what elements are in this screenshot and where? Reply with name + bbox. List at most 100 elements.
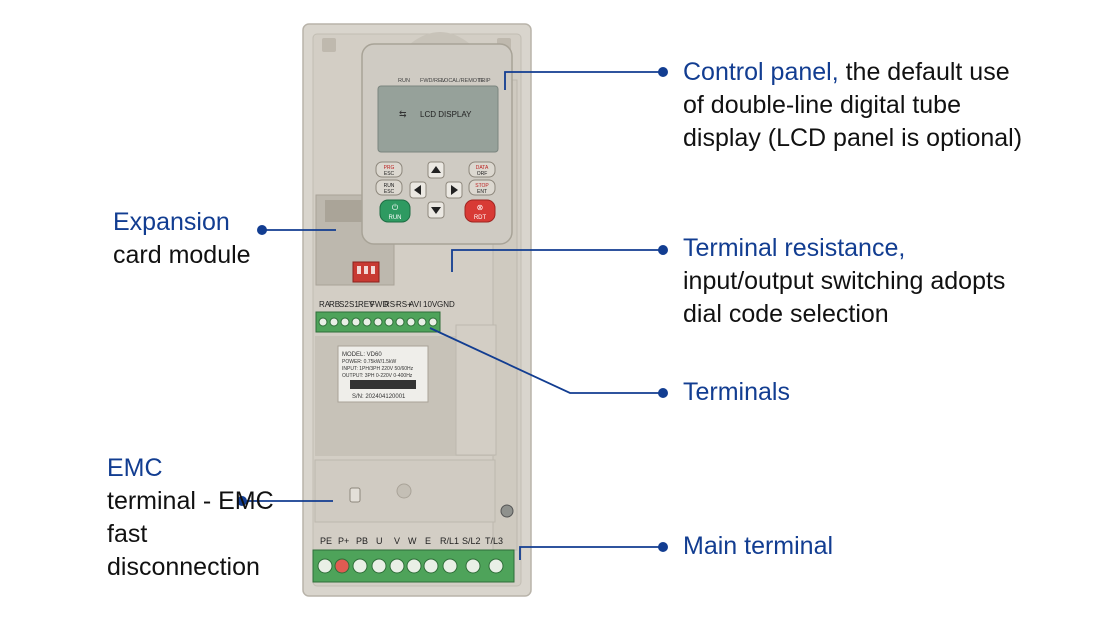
- main-terminal-screw[interactable]: [442, 558, 458, 574]
- dot-emc: [237, 496, 247, 506]
- main-terminal-label: U: [376, 536, 383, 546]
- main-terminal-label: PE: [320, 536, 332, 546]
- callout-terminal-resistance-text: input/output switching adopts dial code …: [683, 267, 1006, 328]
- nameplate-output: OUTPUT: 3PH 0-220V 0-400Hz: [342, 373, 413, 379]
- lcd-display-text: LCD DISPLAY: [420, 110, 472, 119]
- lcd-icon: ⇆: [399, 109, 407, 119]
- main-terminal-label: PB: [356, 536, 368, 546]
- main-terminal-screws: [317, 558, 504, 574]
- emc-terminal-slot[interactable]: [349, 487, 361, 503]
- callout-emc-text: terminal - EMC fast disconnection: [107, 487, 274, 581]
- run-key[interactable]: [379, 199, 411, 223]
- dip-switch-lever-2: [364, 266, 368, 274]
- control-terminal-label: REV: [358, 300, 375, 309]
- leader-main-terminal: [519, 546, 663, 560]
- run-esc-key[interactable]: [375, 179, 403, 196]
- esc-key-label: ESC: [384, 171, 395, 177]
- terminal-screw[interactable]: [362, 317, 372, 327]
- cable-channel: [455, 324, 497, 456]
- main-terminal-screw[interactable]: [488, 558, 504, 574]
- stop-ent-label-1: STOP: [475, 183, 489, 189]
- lcd-display: [377, 85, 499, 153]
- arrow-left-icon: [414, 185, 421, 195]
- main-terminal-label: S/L2: [462, 536, 481, 546]
- leader-lines: [242, 71, 663, 560]
- main-terminal-screw[interactable]: [334, 558, 350, 574]
- main-terminal-screw[interactable]: [406, 558, 422, 574]
- terminal-screw[interactable]: [329, 317, 339, 327]
- control-terminal-label: RS-: [384, 300, 398, 309]
- indicator-fwd-rev: FWD/REV: [420, 78, 446, 84]
- main-terminal-screw[interactable]: [371, 558, 387, 574]
- control-terminal-label: 10V: [423, 300, 438, 309]
- dot-terminals: [658, 388, 668, 398]
- terminal-screw[interactable]: [340, 317, 350, 327]
- control-terminal-label: S2: [339, 300, 349, 309]
- nameplate: [337, 345, 429, 403]
- main-terminal-screw[interactable]: [423, 558, 439, 574]
- stop-ent-label-2: ENT: [477, 189, 487, 195]
- indicator-local-remote: LOCAL/REMOTE: [441, 78, 484, 84]
- nameplate-serial: S/N: 202404120001: [352, 394, 406, 400]
- data-key-label: DATA: [476, 165, 489, 171]
- main-terminal-label: P+: [338, 536, 349, 546]
- grounding-screw[interactable]: [500, 504, 514, 518]
- stop-ent-key[interactable]: [468, 179, 496, 196]
- main-terminal-screw[interactable]: [389, 558, 405, 574]
- dip-switch-lever-1: [357, 266, 361, 274]
- callout-terminals: Terminals: [683, 376, 983, 409]
- terminal-screw[interactable]: [428, 317, 438, 327]
- control-terminal-label: RA: [319, 300, 331, 309]
- dot-terminal-resistance: [658, 245, 668, 255]
- run-key-label: RUN: [389, 215, 402, 221]
- arrow-down-icon: [431, 207, 441, 214]
- control-terminal-label: S1: [349, 300, 359, 309]
- dip-switch-lever-3: [371, 266, 375, 274]
- callout-expansion-card: Expansion card module: [113, 206, 263, 272]
- callout-main-terminal-title: Main terminal: [683, 532, 834, 560]
- callout-terminals-title: Terminals: [683, 378, 790, 406]
- terminal-screw[interactable]: [351, 317, 361, 327]
- stop-key-label: RDT: [474, 215, 487, 221]
- leader-terminals: [429, 327, 663, 394]
- control-terminal-label: FWD: [370, 300, 388, 309]
- main-terminal-label: R/L1: [440, 536, 459, 546]
- control-terminal-label: RB: [329, 300, 340, 309]
- main-terminal-screw[interactable]: [352, 558, 368, 574]
- callout-emc-title: EMC: [107, 454, 163, 482]
- keypad-notch: [410, 32, 470, 44]
- callout-terminal-resistance: Terminal resistance, input/output switch…: [683, 232, 1023, 331]
- arrow-up-icon: [431, 166, 441, 173]
- terminal-screw[interactable]: [384, 317, 394, 327]
- power-icon: ⏻: [392, 203, 399, 212]
- control-terminal-label: AVI: [409, 300, 421, 309]
- terminal-screw[interactable]: [318, 317, 328, 327]
- terminal-screw[interactable]: [406, 317, 416, 327]
- main-terminal-label: W: [408, 536, 417, 546]
- indicator-run: RUN: [398, 78, 410, 84]
- terminal-screw[interactable]: [417, 317, 427, 327]
- callout-emc: EMC terminal - EMC fast disconnection: [107, 452, 277, 584]
- main-terminal-labels: PE P+ PB U V W E R/L1 S/L2 T/L3: [320, 536, 503, 546]
- nameplate-power: POWER: 0.75kW/1.5kW: [342, 359, 396, 365]
- main-terminal-screw[interactable]: [465, 558, 481, 574]
- stop-key[interactable]: [464, 199, 496, 223]
- terminal-screw[interactable]: [395, 317, 405, 327]
- leader-dots: [237, 67, 668, 552]
- indicator-trip: TRIP: [478, 78, 491, 84]
- cover-hole: [396, 483, 412, 499]
- data-key[interactable]: [468, 161, 496, 178]
- main-terminal-screw[interactable]: [317, 558, 333, 574]
- callout-control-panel: Control panel, the default use of double…: [683, 56, 1023, 155]
- callout-terminal-resistance-title: Terminal resistance,: [683, 234, 906, 262]
- prg-key-label: PRG: [384, 165, 395, 171]
- arrow-right-icon: [451, 185, 458, 195]
- callout-control-panel-title: Control panel,: [683, 58, 839, 86]
- prg-esc-key[interactable]: [375, 161, 403, 178]
- barcode: [350, 380, 416, 389]
- terminal-screw[interactable]: [373, 317, 383, 327]
- stop-icon: ⊗: [477, 203, 484, 212]
- main-terminal-label: E: [425, 536, 431, 546]
- orf-key-label: ORF: [477, 171, 488, 177]
